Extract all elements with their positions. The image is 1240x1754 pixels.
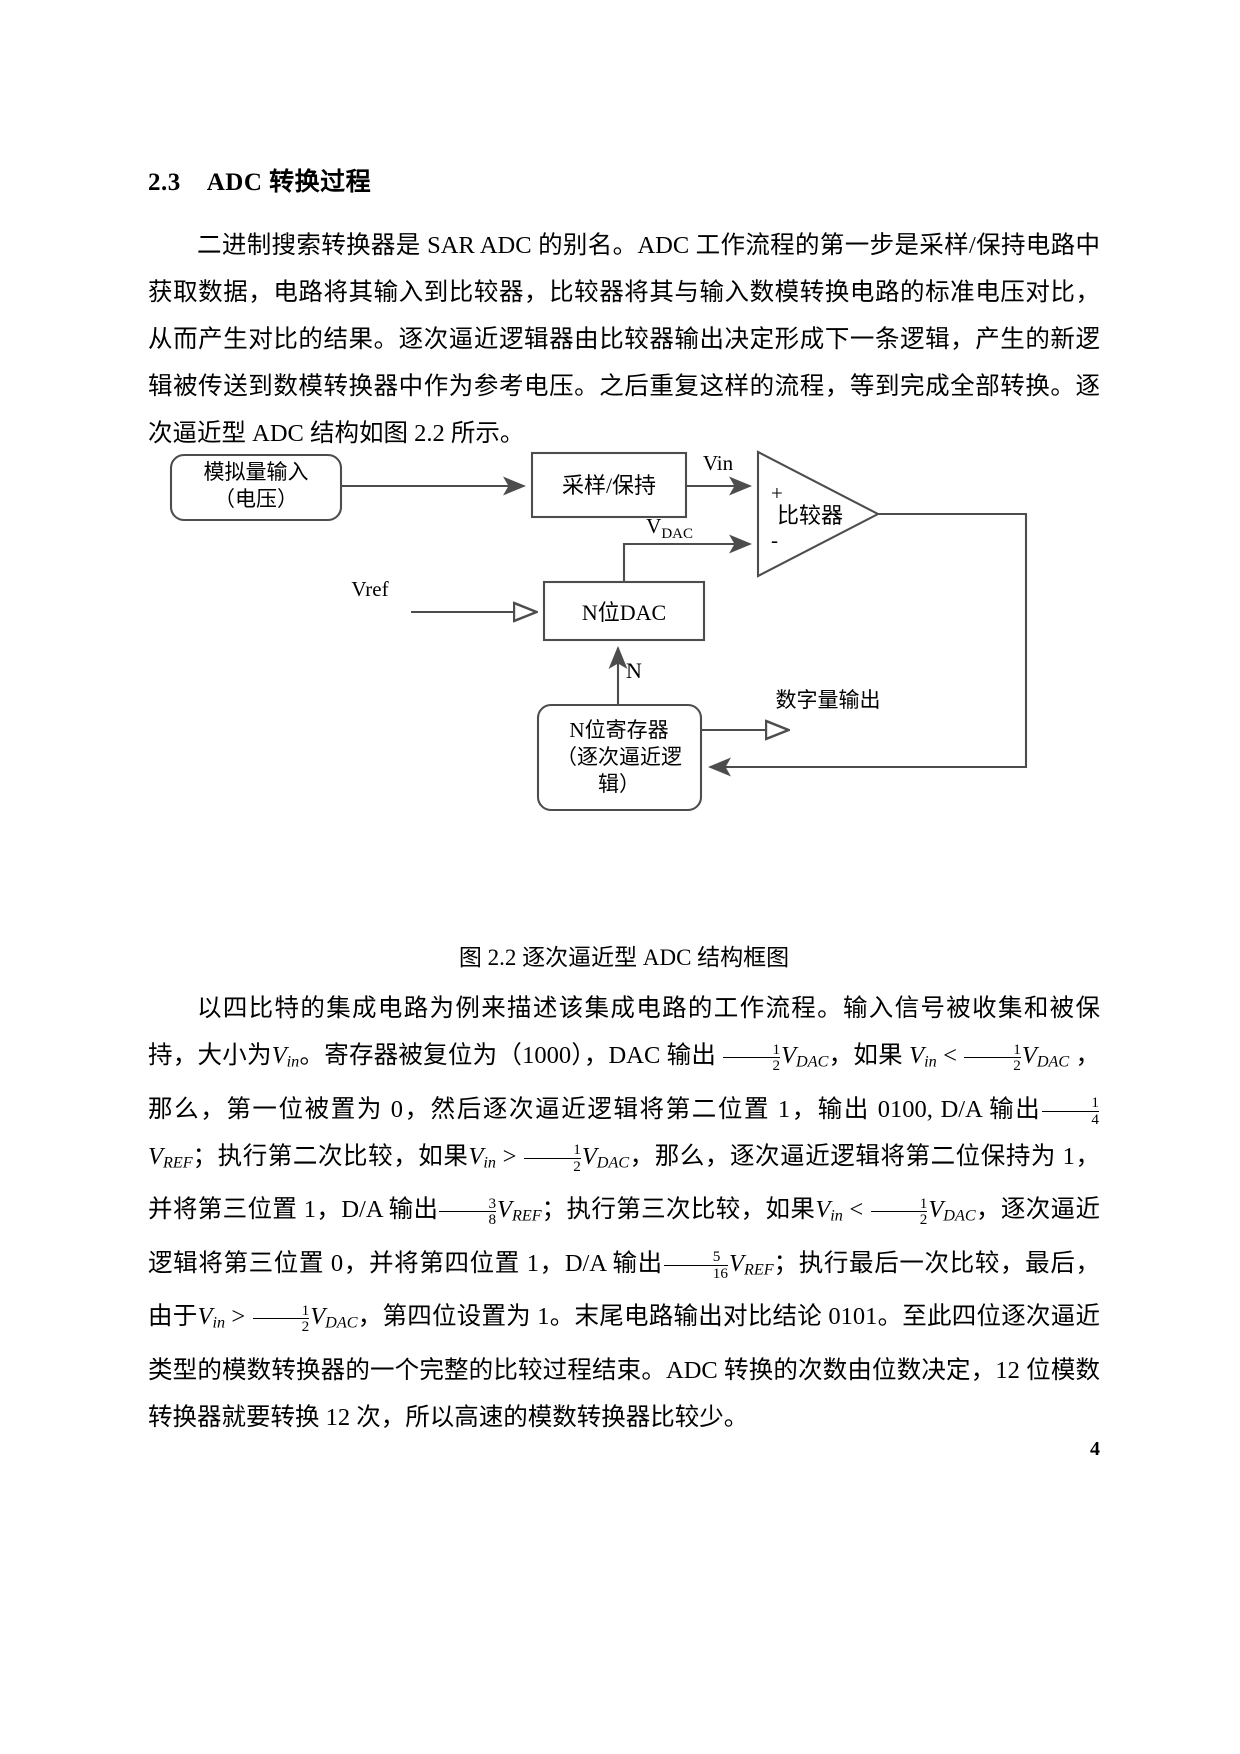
math-vdac-3: VDAC [581,1142,630,1172]
section-title-text: ADC 转换过程 [206,169,372,196]
block-dac-label: N位DAC [582,600,666,625]
text-part-11: ；执行最后一次比较，最后，由于 [148,1249,1101,1331]
page-number: 4 [1090,1438,1100,1460]
page-title: 2.3 ADC 转换过程 [148,162,371,198]
figure-caption: 图 2.2 逐次逼近型 ADC 结构框图 [458,945,790,970]
block-comparator-label: 比较器 [777,503,843,528]
text-part-3: ，如果 [828,1042,910,1069]
figure-sar-adc-block-diagram: 模拟量输入 （电压） 采样/保持 N位DAC N位寄存器 （逐次逼近逻 辑） 比… [148,430,1100,930]
arrow-vdac-to-comparator [622,534,753,582]
text-part-2: 。寄存器被复位为（1000），DAC 输出 [299,1042,723,1069]
section-number: 2.3 [148,169,181,196]
text-part-4: < [936,1042,964,1069]
math-vdac-5: VDAC [310,1303,358,1332]
label-n-bits: N [626,658,642,683]
label-vref: Vref [351,577,388,601]
block-analog-input-label-1: 模拟量输入 [204,460,309,484]
block-analog-input-label-2: （电压） [214,487,298,511]
paragraph-intro: 二进制搜索转换器是 SAR ADC 的别名。ADC 工作流程的第一步是采样/保持… [148,222,1100,457]
text-part-5: ，那么，第一位被置为 0，然后逐次逼近逻辑将第二位置 1，输出 0100, D/… [148,1042,1101,1123]
label-vdac: VDAC [646,514,693,542]
math-vin-5: Vin [197,1303,226,1332]
paragraph-intro-text: 二进制搜索转换器是 SAR ADC 的别名。ADC 工作流程的第一步是采样/保持… [148,232,1100,447]
math-vin-2: Vin [909,1042,937,1071]
text-part-1: 以四比特的集成电路为例来描述该集成电路的工作流程。输入信号被收集和被保持，大小为 [148,995,1100,1069]
arrow-comparator-feedback [707,512,1028,777]
label-comparator-plus: + [771,481,783,505]
label-vin: Vin [703,451,734,475]
math-vdac-2: VDAC [1021,1042,1070,1071]
block-register-label-2: （逐次逼近逻 [556,745,682,769]
text-part-6: ；执行第二次比较，如果 [192,1142,469,1170]
text-part-7b: > [225,1303,252,1331]
text-part-7: > [495,1142,524,1170]
block-register-label-1: N位寄存器 [569,718,668,742]
math-vin-1: Vin [271,1042,300,1071]
math-vin-3: Vin [468,1142,496,1172]
math-vref-3: VREF [728,1249,774,1279]
math-vin-4: Vin [815,1196,843,1225]
block-comparator-shape [756,450,881,578]
label-digital-output: 数字量输出 [776,688,881,712]
math-vdac-1: VDAC [781,1042,829,1071]
math-vref-2: VREF [497,1196,542,1225]
text-part-10: ，逐次逼近逻辑将第三位置 0，并将第四位置 1，D/A 输出 [148,1196,1101,1277]
math-vdac-4: VDAC [928,1196,976,1225]
block-analog-input-shape [169,453,343,522]
block-sample-hold-label: 采样/保持 [562,473,656,498]
text-part-12: ，第四位设置为 1。末尾电路输出对比结论 0101。至此四位逐次逼近类型的模数转… [148,1303,1101,1431]
paragraph-example-text: 以四比特的集成电路为例来描述该集成电路的工作流程。输入信号被收集和被保持，大小为… [148,985,1100,1441]
text-part-9: ；执行第三次比较，如果 [541,1196,816,1224]
block-register-label-3: 辑） [598,772,640,796]
label-comparator-minus: - [771,528,778,552]
paragraph-example: 以四比特的集成电路为例来描述该集成电路的工作流程。输入信号被收集和被保持，大小为… [148,985,1100,1441]
block-register-shape [536,703,703,812]
math-vref-1: VREF [148,1142,193,1172]
text-part-4b: < [842,1196,870,1224]
text-part-8: ，那么，逐次逼近逻辑将第二位保持为 1，并将第三位置 1，D/A 输出 [148,1142,1101,1224]
